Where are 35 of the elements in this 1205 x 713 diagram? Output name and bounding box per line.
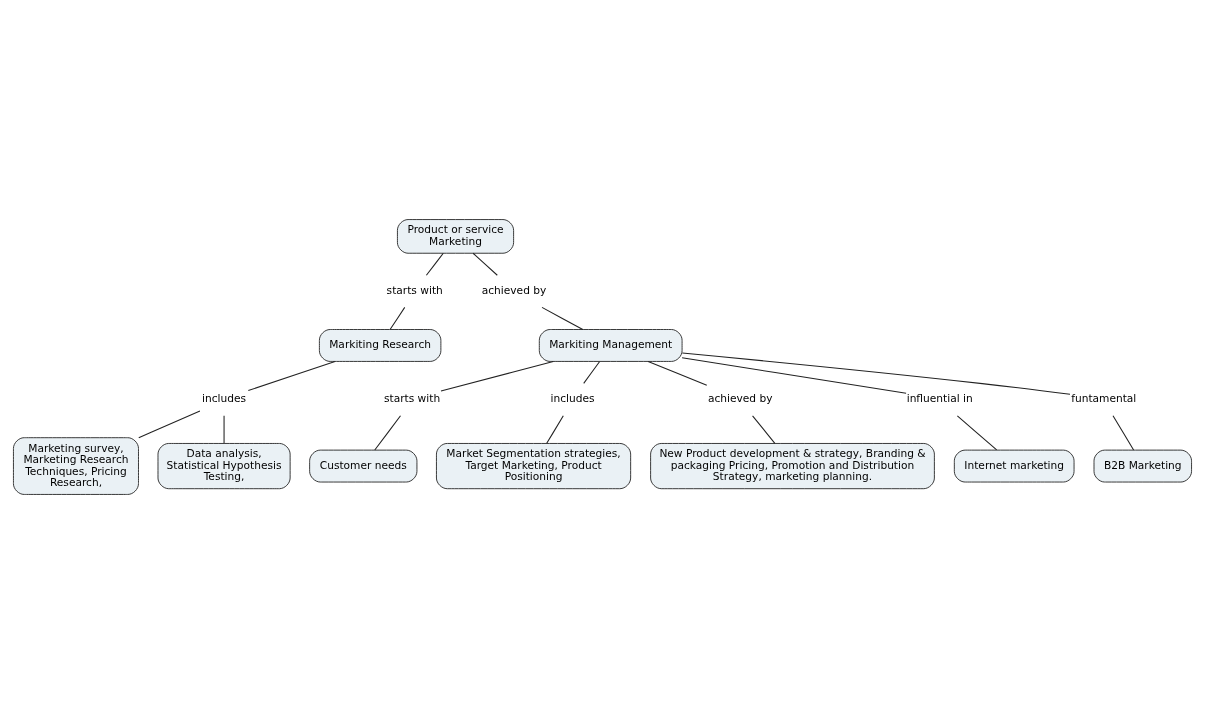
connector [425, 252, 444, 276]
connector [472, 252, 498, 276]
node-box: Internet marketing [953, 449, 1075, 482]
node-text: starts with [386, 283, 443, 297]
connector [247, 360, 336, 391]
connector [1112, 414, 1135, 450]
connector [389, 306, 406, 330]
node-box: Markiting Research [318, 328, 442, 362]
node-box: Data analysis, Statistical Hypothesis Testing, [157, 442, 291, 489]
connector [956, 414, 998, 450]
node-box: B2B Marketing [1093, 449, 1192, 482]
node-text: includes [202, 391, 247, 405]
connector [546, 414, 564, 444]
connector [541, 306, 584, 330]
connector [374, 414, 402, 450]
node-box: Marketing survey, Marketing Research Techniques, Pricing Research, [13, 436, 139, 495]
node-text: achieved by [481, 283, 547, 297]
node-text: achieved by [707, 391, 773, 405]
connector [583, 360, 601, 384]
node-text: starts with [383, 391, 441, 405]
connector [681, 352, 1071, 395]
node-box: Markiting Management [538, 328, 683, 362]
connector [223, 414, 225, 444]
node-box: New Product development & strategy, Branding & packaging Pricing, Promotion and Distribution Strategy, marketing planning. [650, 442, 935, 489]
node-text: includes [550, 391, 595, 405]
node-box: Market Segmentation strategies, Target Marketing, Product Positioning [436, 442, 632, 489]
connector [647, 360, 708, 386]
node-box: Product or service Marketing [397, 218, 515, 254]
connector [752, 414, 776, 444]
connector [138, 409, 201, 438]
connector [681, 356, 907, 394]
node-text: influential in [906, 391, 973, 405]
node-text: funtamental [1071, 391, 1137, 405]
connector [440, 360, 554, 392]
node-box: Customer needs [309, 449, 418, 482]
